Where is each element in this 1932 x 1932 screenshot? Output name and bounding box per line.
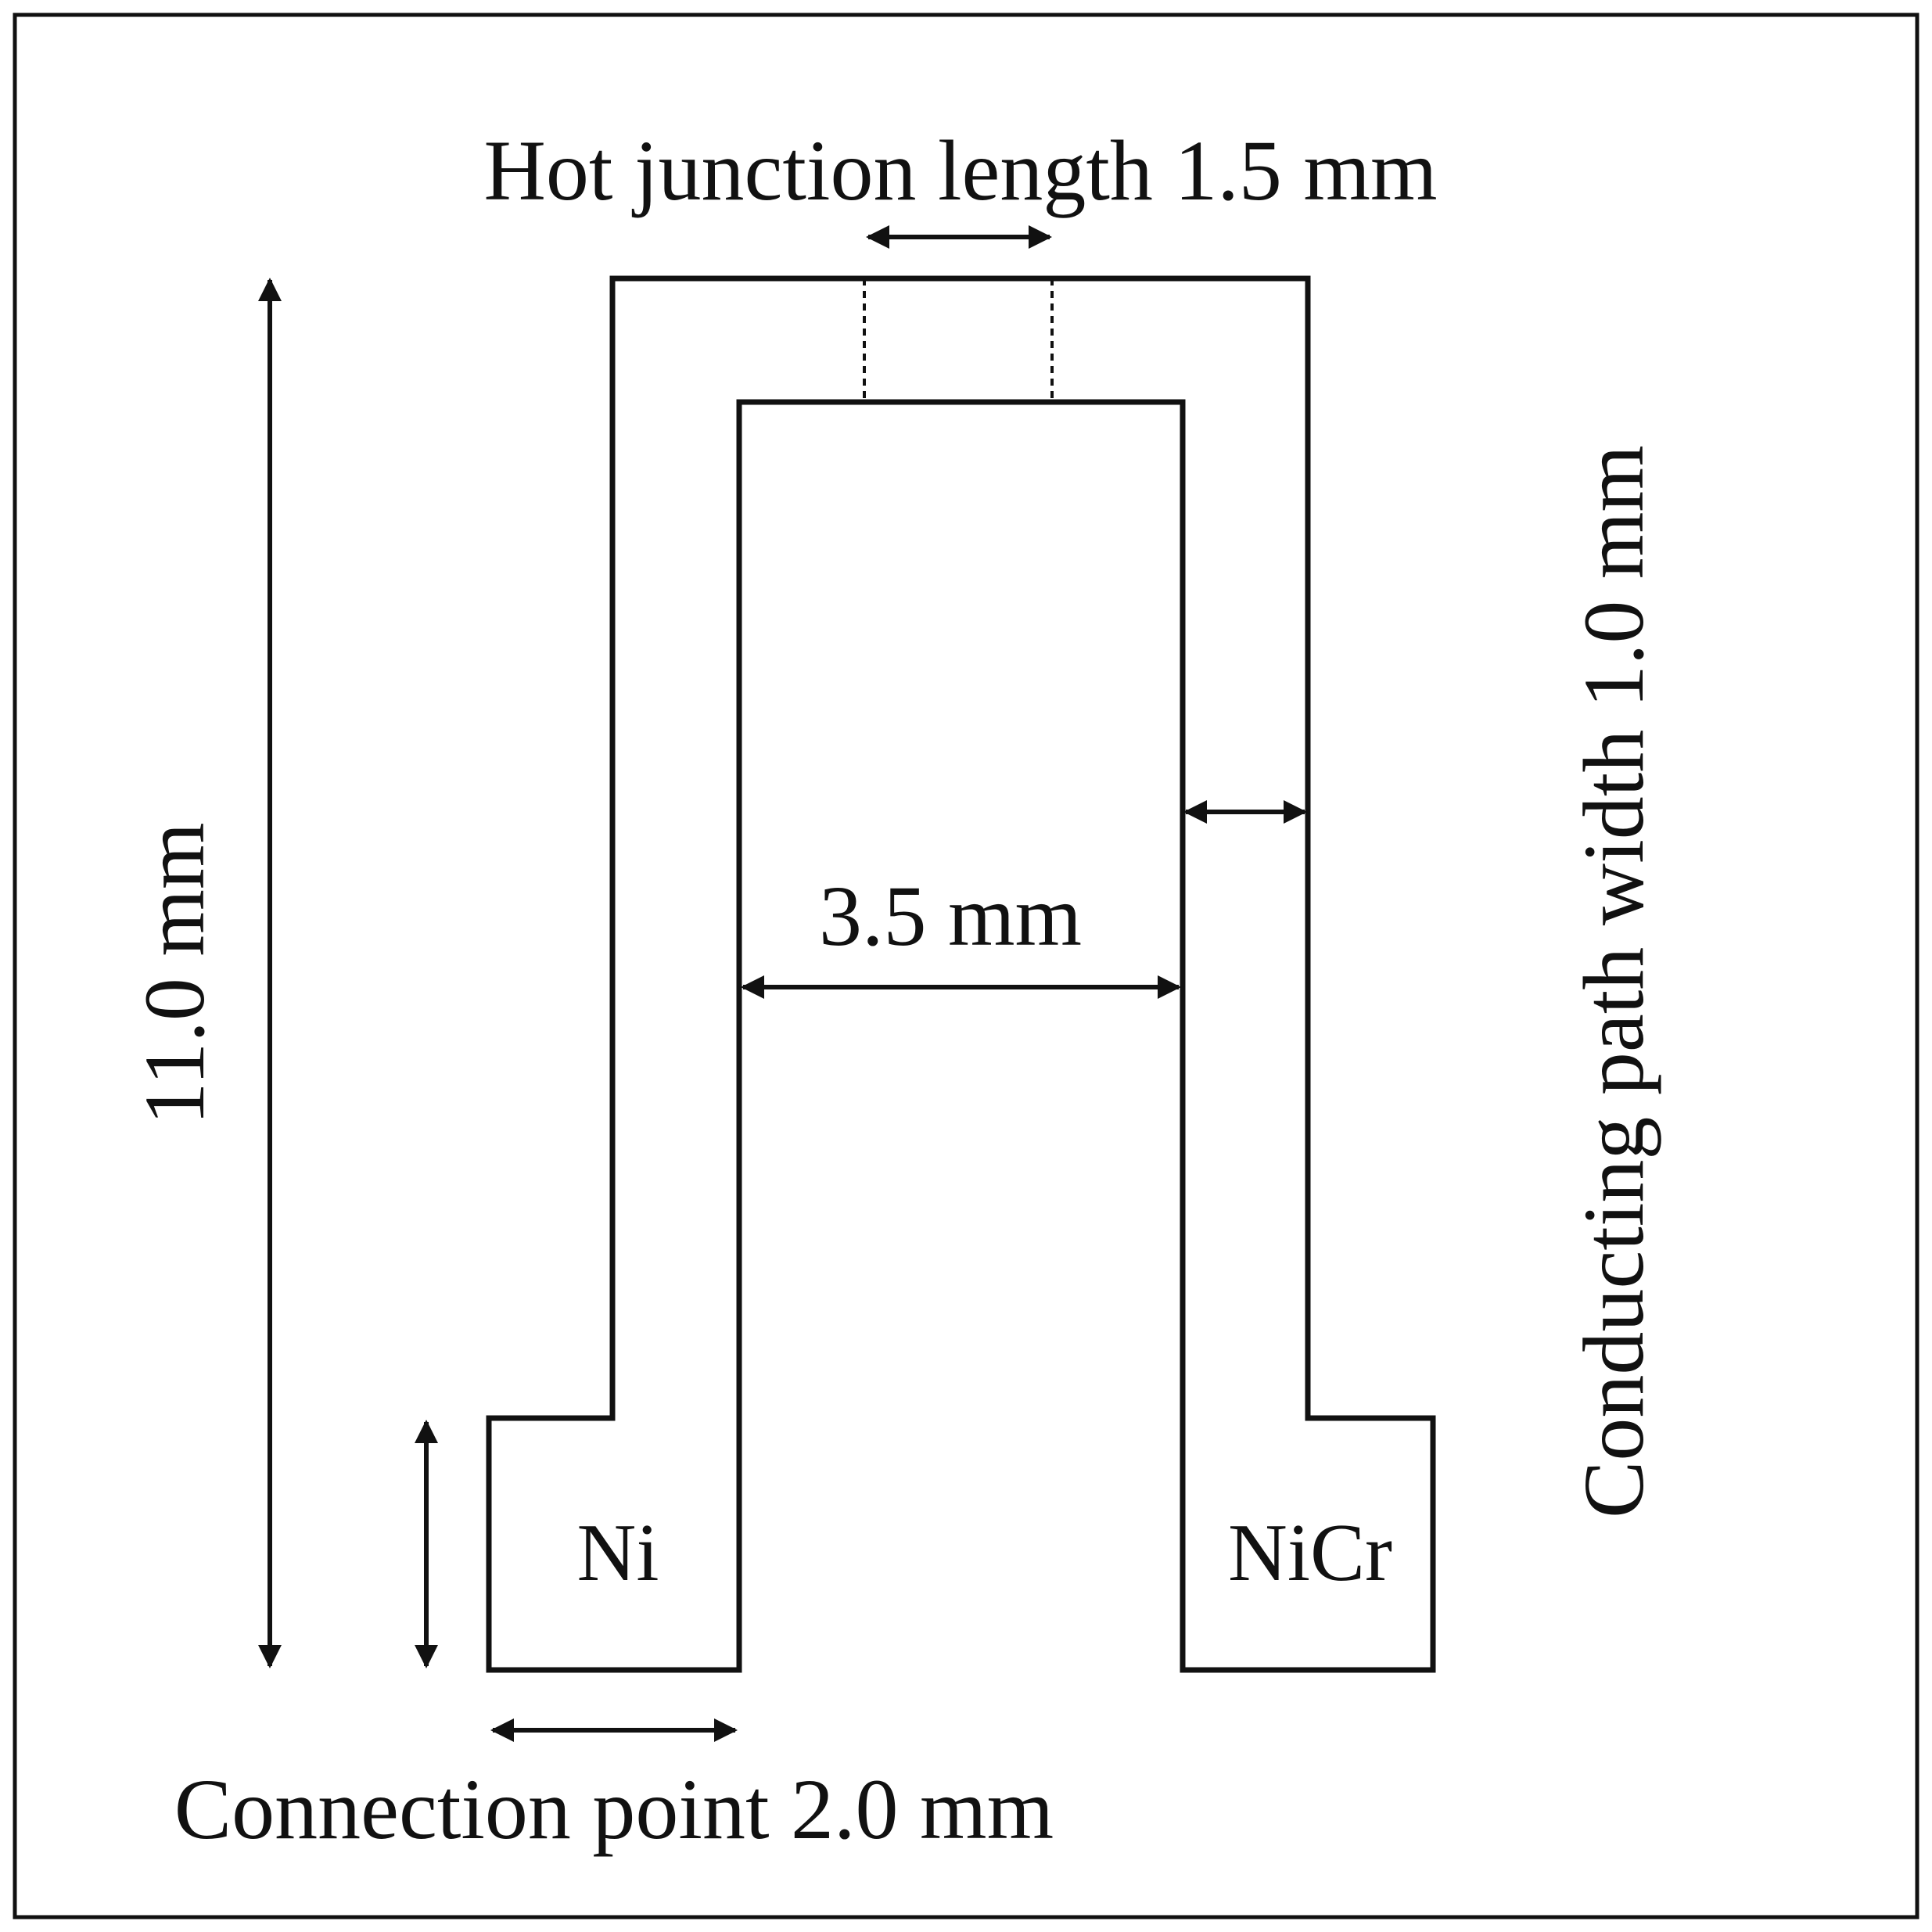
conducting-path-outline: [486, 275, 1436, 1673]
diagram-frame: [13, 13, 1919, 1919]
connection-point-label: Connection point 2.0 mm: [174, 1761, 1054, 1857]
material-right-label: NiCr: [1228, 1506, 1392, 1598]
hot-junction-label: Hot junction length 1.5 mm: [483, 123, 1437, 218]
path-width-label: Conducting path width 1.0 mm: [1566, 445, 1661, 1518]
material-left-label: Ni: [577, 1506, 659, 1598]
total-length-label: 11.0 mm: [127, 822, 222, 1125]
gap-width-label: 3.5 mm: [819, 868, 1082, 964]
